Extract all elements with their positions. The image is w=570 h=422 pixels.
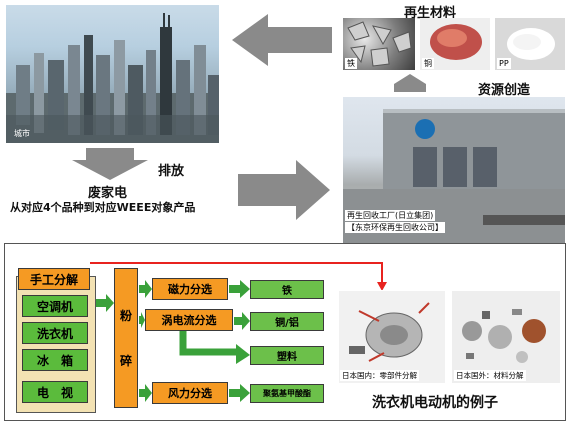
city-label: 城市 bbox=[14, 129, 30, 138]
emission-label: 排放 bbox=[158, 164, 185, 179]
appliance-aircon: 空调机 bbox=[22, 295, 88, 317]
photo-right-caption: 日本国外：材料分解 bbox=[454, 370, 526, 381]
photo-left-caption: 日本国内：零部件分解 bbox=[340, 370, 419, 381]
wind-separation-box: 风力分选 bbox=[152, 382, 228, 404]
waste-appliances-sub: 从对应4个品种到对应WEEE对象产品 bbox=[10, 201, 196, 214]
output-polyurethane: 聚氨基甲酸酯 bbox=[250, 384, 324, 403]
factory-line1: 再生回收工厂(日立集团) bbox=[345, 210, 436, 221]
appliance-fridge: 冰 箱 bbox=[22, 349, 88, 371]
motor-parts-photo: 日本国内：零部件分解 bbox=[339, 291, 445, 383]
output-copper-aluminum: 铜/铝 bbox=[250, 312, 324, 331]
appliance-tv: 电 视 bbox=[22, 381, 88, 403]
crush-char-1: 粉 bbox=[119, 309, 132, 323]
crush-char-2: 碎 bbox=[119, 354, 132, 368]
appliance-washer: 洗衣机 bbox=[22, 322, 88, 344]
motor-materials-photo: 日本国外：材料分解 bbox=[452, 291, 560, 383]
pp-photo: PP bbox=[495, 18, 565, 70]
resource-creation-label: 资源创造 bbox=[478, 83, 531, 98]
iron-label: 铁 bbox=[345, 58, 357, 69]
magnetic-separation-box: 磁力分选 bbox=[152, 278, 228, 300]
recycled-materials-title: 再生材料 bbox=[404, 6, 457, 21]
waste-appliances-title: 废家电 bbox=[88, 186, 128, 201]
manual-disassembly-box: 手工分解 bbox=[18, 268, 90, 290]
factory-line2: 【东京环保再生回收公司】 bbox=[345, 222, 445, 233]
copper-label: 铜 bbox=[422, 58, 434, 69]
example-title: 洗衣机电动机的例子 bbox=[372, 395, 498, 411]
iron-photo: 铁 bbox=[343, 18, 415, 70]
output-plastic: 塑料 bbox=[250, 346, 324, 365]
output-iron: 铁 bbox=[250, 280, 324, 299]
city-photo: 城市 bbox=[6, 5, 219, 143]
factory-photo: 再生回收工厂(日立集团) 【东京环保再生回收公司】 bbox=[343, 97, 565, 243]
pp-label: PP bbox=[497, 58, 511, 69]
eddy-current-separation-box: 涡电流分选 bbox=[145, 309, 233, 331]
copper-photo: 铜 bbox=[420, 18, 490, 70]
crush-box: 粉 碎 bbox=[114, 268, 138, 408]
